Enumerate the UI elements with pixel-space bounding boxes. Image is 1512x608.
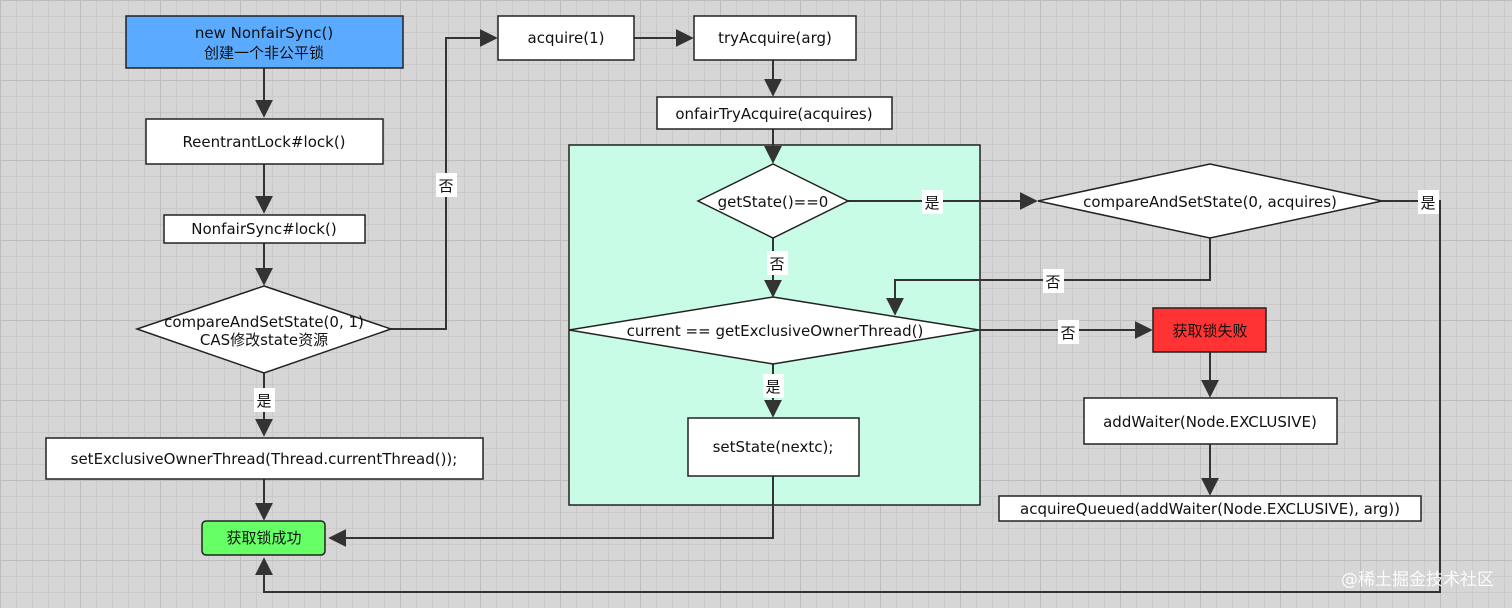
svg-text:获取锁失败: 获取锁失败 (1172, 322, 1247, 340)
svg-text:addWaiter(Node.EXCLUSIVE): addWaiter(Node.EXCLUSIVE) (1103, 413, 1317, 431)
svg-text:tryAcquire(arg): tryAcquire(arg) (718, 29, 832, 47)
edge-label-cas-acquires-yes: 是 (1418, 190, 1439, 214)
svg-text:NonfairSync#lock(): NonfairSync#lock() (191, 220, 336, 238)
svg-text:是: 是 (1420, 194, 1435, 212)
svg-text:compareAndSetState(0, acquires: compareAndSetState(0, acquires) (1083, 193, 1337, 211)
svg-text:否: 否 (769, 255, 784, 273)
edge-label-current-yes: 是 (763, 374, 784, 398)
svg-text:是: 是 (924, 194, 939, 212)
svg-text:compareAndSetState(0, 1): compareAndSetState(0, 1) (164, 313, 364, 331)
svg-text:new NonfairSync(): new NonfairSync() (195, 24, 333, 42)
decision-get-state-zero: getState()==0 (696, 163, 850, 239)
svg-text:否: 否 (438, 177, 453, 195)
svg-text:acquireQueued(addWaiter(Node.E: acquireQueued(addWaiter(Node.EXCLUSIVE),… (1020, 500, 1400, 518)
edge-label-cas-yes: 是 (254, 388, 275, 412)
edge-label-cas-no: 否 (436, 173, 457, 197)
node-nonfair-lock: NonfairSync#lock() (163, 214, 366, 244)
svg-text:创建一个非公平锁: 创建一个非公平锁 (204, 44, 324, 62)
node-add-waiter: addWaiter(Node.EXCLUSIVE) (1083, 397, 1338, 445)
node-try-acquire: tryAcquire(arg) (693, 15, 857, 61)
svg-text:是: 是 (256, 392, 271, 410)
svg-text:current == getExclusiveOwnerTh: current == getExclusiveOwnerThread() (627, 322, 924, 340)
node-acquire-success: 获取锁成功 (201, 520, 326, 556)
edge-label-state-zero-no: 否 (767, 251, 788, 275)
node-set-state: setState(nextc); (687, 417, 860, 477)
watermark: @稀土掘金技术社区 (1341, 570, 1494, 590)
svg-text:否: 否 (1060, 324, 1075, 342)
decision-current-owner: current == getExclusiveOwnerThread() (568, 296, 980, 365)
node-acquire-queued: acquireQueued(addWaiter(Node.EXCLUSIVE),… (998, 495, 1422, 522)
node-nonfair-try-acquire: onfairTryAcquire(acquires) (656, 96, 893, 130)
svg-text:CAS修改state资源: CAS修改state资源 (200, 331, 328, 349)
node-acquire: acquire(1) (497, 15, 635, 61)
node-acquire-fail: 获取锁失败 (1152, 307, 1267, 353)
svg-text:是: 是 (765, 378, 780, 396)
svg-text:onfairTryAcquire(acquires): onfairTryAcquire(acquires) (675, 105, 872, 123)
node-set-exclusive-owner: setExclusiveOwnerThread(Thread.currentTh… (45, 437, 484, 480)
decision-cas-acquires: compareAndSetState(0, acquires) (1037, 163, 1383, 239)
svg-text:获取锁成功: 获取锁成功 (226, 529, 301, 547)
svg-text:ReentrantLock#lock(): ReentrantLock#lock() (182, 133, 345, 151)
decision-cas-state: compareAndSetState(0, 1) CAS修改state资源 (134, 285, 394, 374)
edge-label-state-zero-yes: 是 (922, 190, 943, 214)
svg-text:setExclusiveOwnerThread(Thread: setExclusiveOwnerThread(Thread.currentTh… (71, 450, 458, 468)
edge-label-cas-acquires-no: 否 (1043, 269, 1064, 293)
svg-text:acquire(1): acquire(1) (528, 29, 605, 47)
svg-text:否: 否 (1045, 273, 1060, 291)
edge-label-current-no: 否 (1058, 320, 1079, 344)
svg-text:getState()==0: getState()==0 (718, 193, 829, 211)
node-new-nonfair-sync: new NonfairSync() 创建一个非公平锁 (125, 15, 404, 69)
edge-set-state-to-success (328, 476, 774, 547)
node-reentrant-lock: ReentrantLock#lock() (145, 118, 384, 165)
svg-text:setState(nextc);: setState(nextc); (713, 438, 834, 456)
